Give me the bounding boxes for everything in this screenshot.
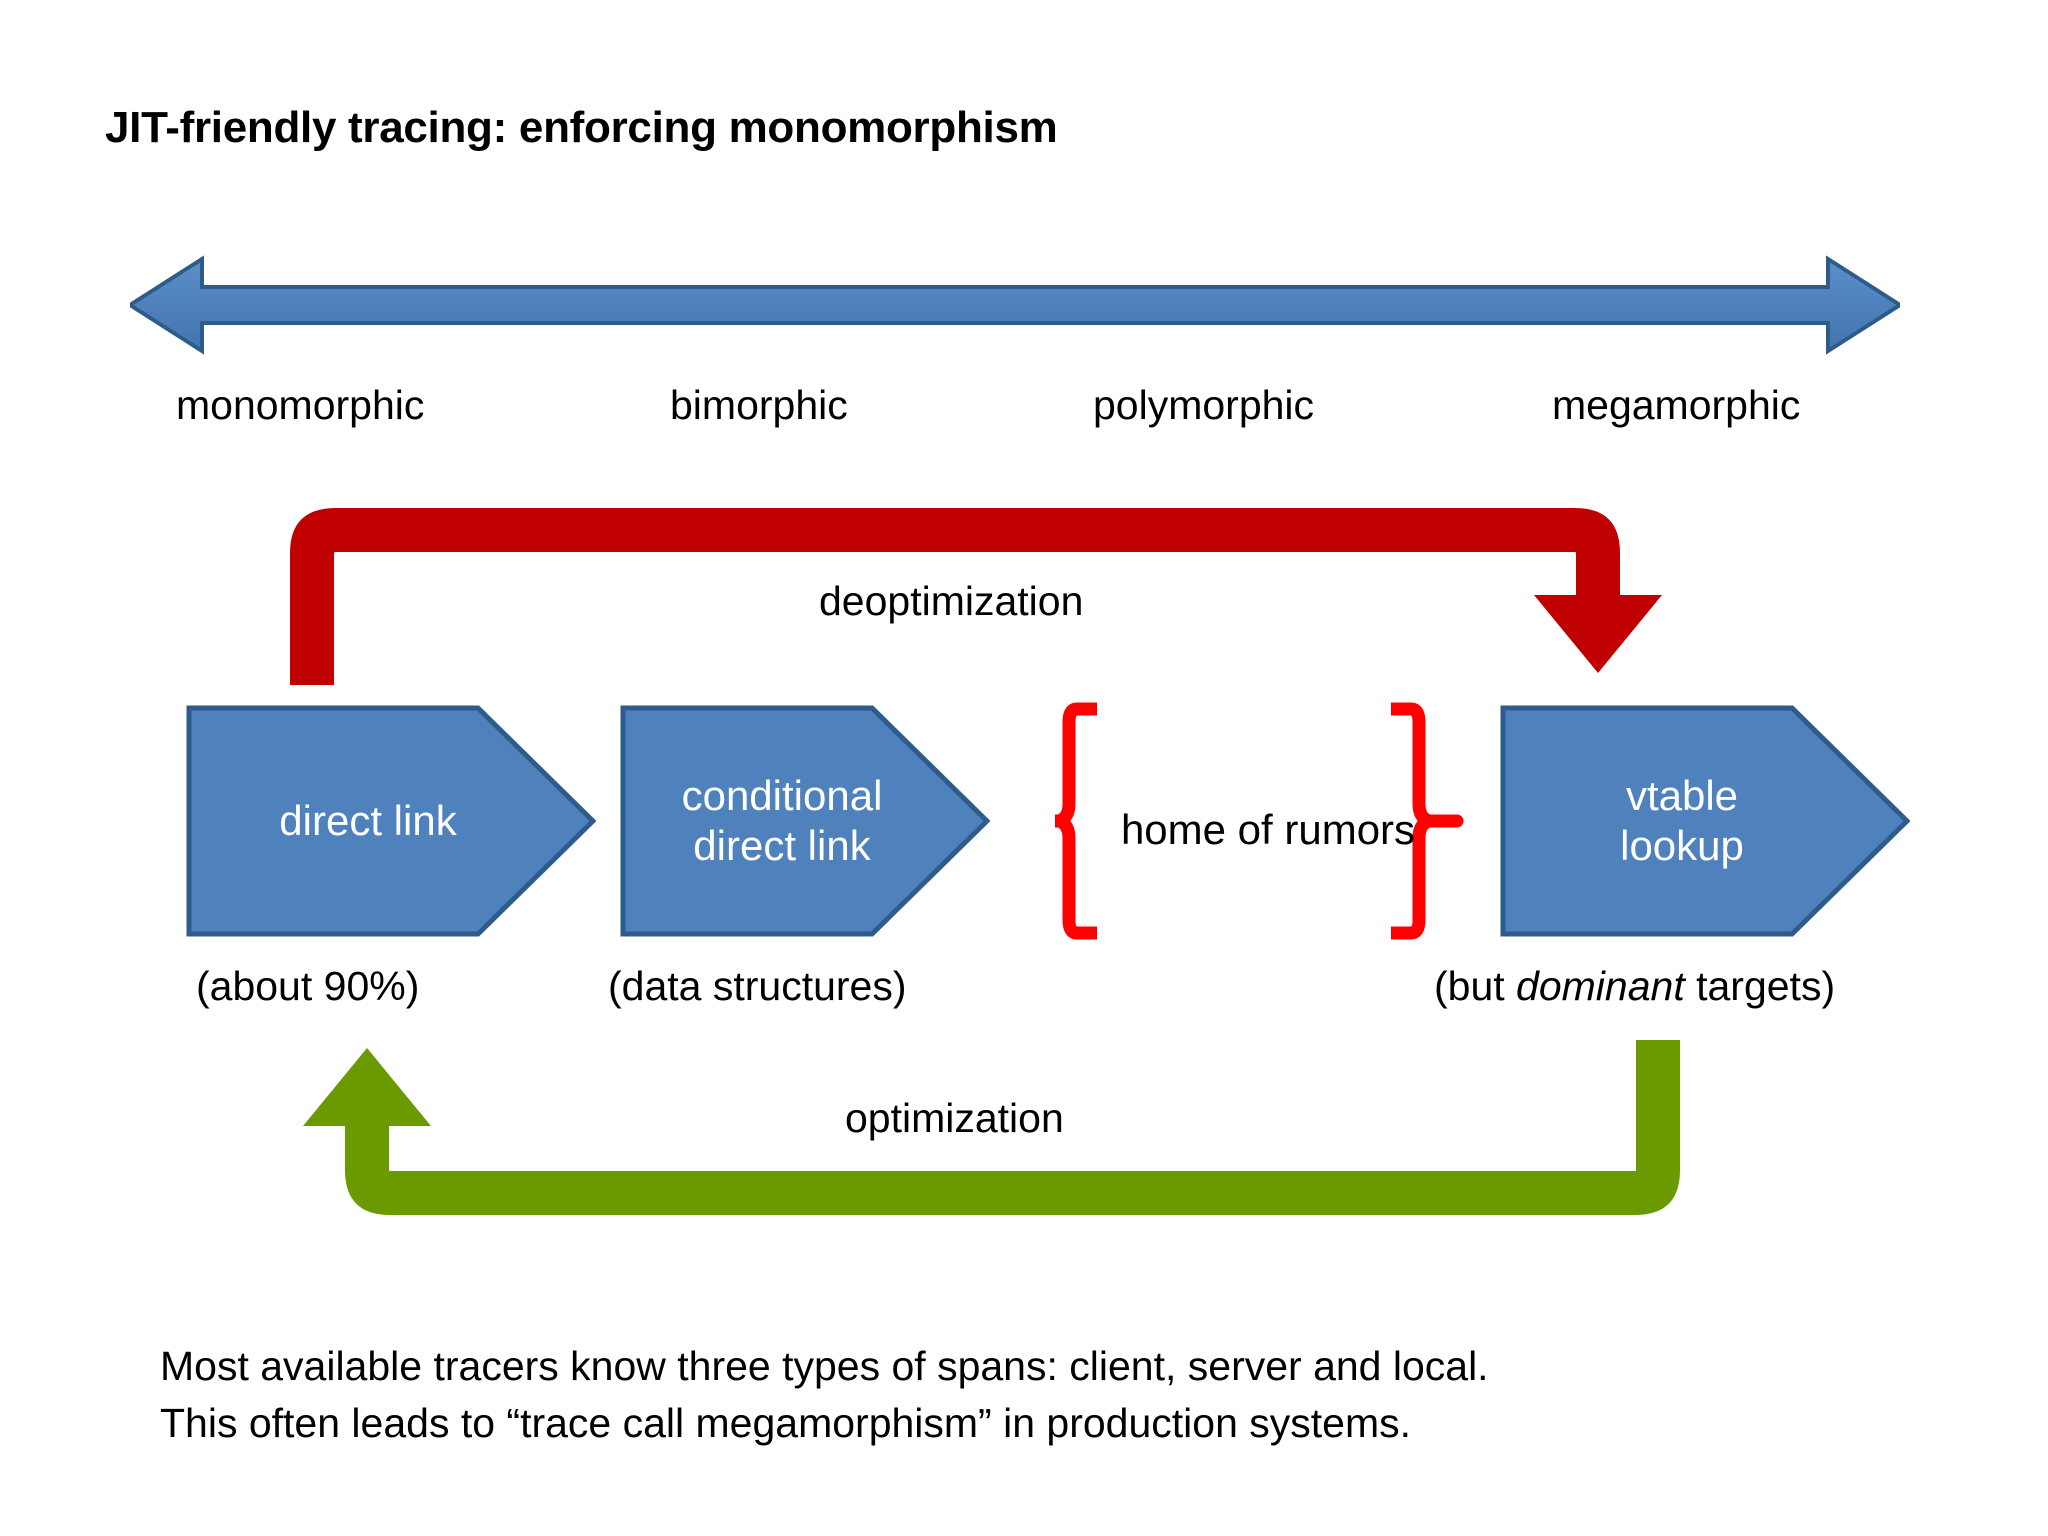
spectrum-double-arrow-icon (126, 255, 1904, 355)
caption-conditional: (data structures) (608, 963, 907, 1009)
footnote-line-1: Most available tracers know three types … (160, 1343, 1489, 1389)
optimization-label: optimization (845, 1095, 1064, 1141)
caption-vtable: (but dominant targets) (1434, 963, 1835, 1010)
footnote-text: Most available tracers know three types … (160, 1338, 1489, 1451)
chevron-vtable-lookup[interactable]: vtable lookup (1500, 705, 1910, 937)
spectrum-label-monomorphic: monomorphic (176, 382, 425, 428)
right-curly-brace-icon (1391, 702, 1464, 940)
spectrum-label-bimorphic: bimorphic (670, 382, 848, 428)
chevron-direct-link[interactable]: direct link (186, 705, 596, 937)
deoptimization-label: deoptimization (819, 578, 1084, 624)
caption-direct-link: (about 90%) (196, 963, 420, 1009)
caption-prefix: (but (1434, 963, 1517, 1009)
left-curly-brace-icon (1026, 702, 1097, 940)
optimization-arrow-icon (300, 1040, 1680, 1240)
page-title: JIT-friendly tracing: enforcing monomorp… (105, 103, 1058, 152)
spectrum-label-polymorphic: polymorphic (1093, 382, 1315, 428)
deoptimization-arrow-icon (290, 495, 1710, 685)
spectrum-label-megamorphic: megamorphic (1552, 382, 1801, 428)
caption-emphasis: dominant (1516, 963, 1685, 1009)
home-of-rumors-bracket-group (1026, 700, 1475, 942)
footnote-line-2: This often leads to “trace call megamorp… (160, 1399, 1412, 1446)
chevron-conditional-direct-link[interactable]: conditional direct link (620, 705, 990, 937)
caption-suffix: targets) (1684, 963, 1836, 1009)
home-of-rumors-label: home of rumors (1120, 806, 1416, 853)
